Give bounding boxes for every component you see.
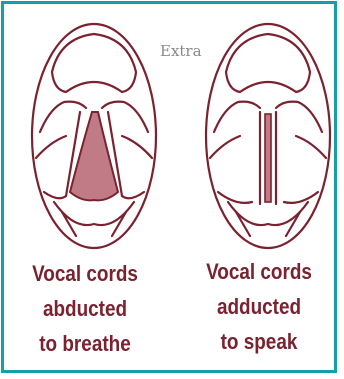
caption-line: to speak (195, 324, 324, 359)
caption-line: abducted (21, 291, 150, 326)
caption-line: adducted (195, 289, 324, 324)
overlay-text: Extra (160, 42, 202, 60)
caption-adducted: Vocal cords adducted to speak (195, 254, 324, 359)
caption-line: Vocal cords (195, 254, 324, 289)
caption-line: Vocal cords (21, 256, 150, 291)
epiglottis-right (226, 34, 310, 92)
glottis-adducted (265, 114, 271, 202)
epiglottis-left (52, 34, 136, 92)
caption-abducted: Vocal cords abducted to breathe (21, 256, 150, 361)
caption-line: to breathe (21, 326, 150, 361)
